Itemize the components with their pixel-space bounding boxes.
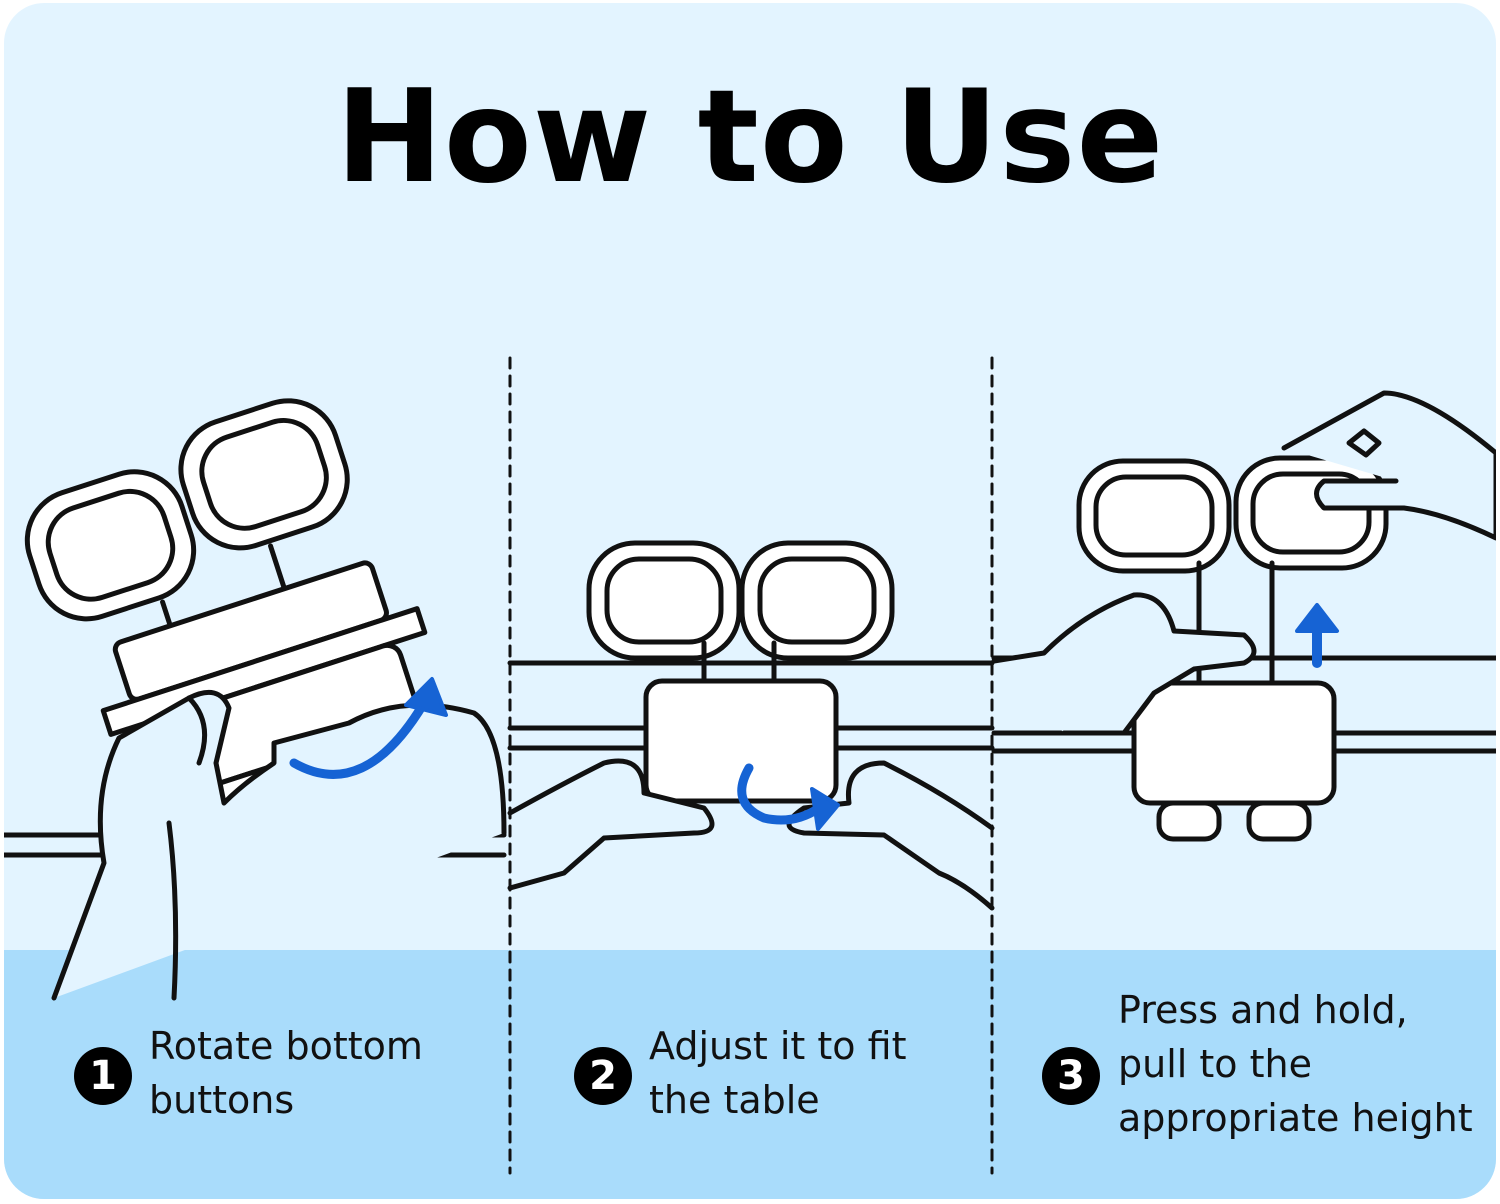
step-3-line-1: Press and hold, <box>1118 988 1408 1032</box>
rotate-arrow <box>289 698 429 779</box>
instruction-card: How to Use 1 Rotate bottom buttons 2 Adj… <box>4 3 1496 1199</box>
step-3-caption: Press and hold, pull to the appropriate … <box>1118 983 1473 1145</box>
step-1-line-2: buttons <box>149 1078 295 1122</box>
step-1-line-1: Rotate bottom <box>149 1024 423 1068</box>
page-title: How to Use <box>335 63 1165 212</box>
caption-band <box>4 950 1496 1199</box>
step-3-line-2: pull to the <box>1118 1042 1312 1086</box>
step-3-line-3: appropriate height <box>1118 1096 1473 1140</box>
step-2-line-2: the table <box>649 1078 820 1122</box>
step-1-illustration <box>4 398 507 1001</box>
step-1-number-badge: 1 <box>74 1047 132 1105</box>
step-2-line-1: Adjust it to fit <box>649 1024 907 1068</box>
step-3-number-badge: 3 <box>1042 1047 1100 1105</box>
step-1-caption: Rotate bottom buttons <box>149 1019 423 1127</box>
illustration-canvas <box>4 356 1496 1175</box>
step-2-illustration <box>507 540 995 911</box>
step-3-illustration <box>991 390 1496 842</box>
step-2-caption: Adjust it to fit the table <box>649 1019 906 1127</box>
step-2-number-badge: 2 <box>574 1047 632 1105</box>
rotate-arrow <box>737 763 824 825</box>
